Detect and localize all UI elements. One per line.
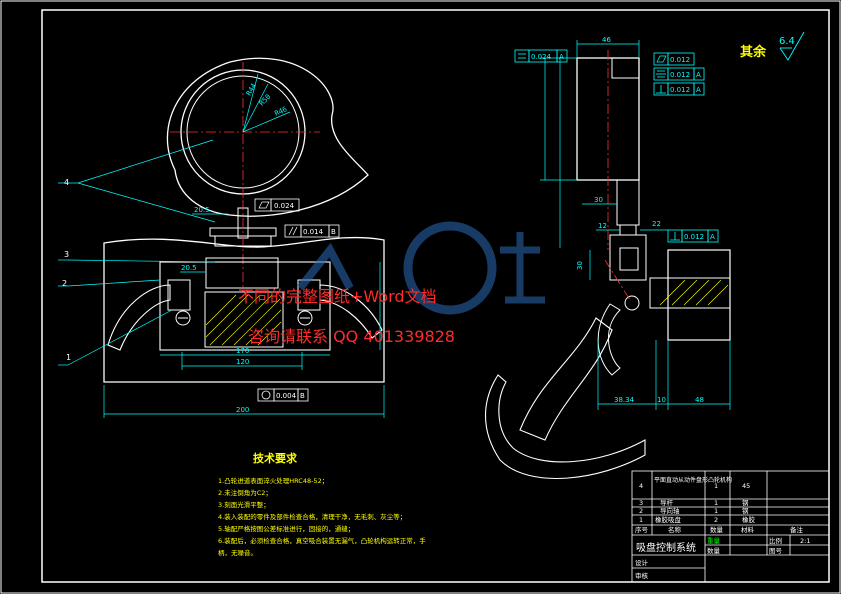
top-parallel-datum: A bbox=[559, 53, 564, 61]
row-4-material: 45 bbox=[742, 482, 750, 490]
right-dimension-lines bbox=[540, 40, 731, 410]
dim-30-side: 30 bbox=[576, 261, 584, 270]
qty-label: 数量 bbox=[707, 546, 721, 555]
watermark-logo bbox=[296, 221, 545, 315]
header-qty: 数量 bbox=[710, 525, 724, 534]
row-2-name: 导向轴 bbox=[660, 506, 680, 515]
designer-label: 设计 bbox=[635, 558, 649, 567]
tech-req-line: 柄，无噪音。 bbox=[218, 548, 257, 557]
dim-170: 170 bbox=[236, 347, 249, 355]
reviewer-label: 审核 bbox=[635, 571, 649, 580]
header-no: 序号 bbox=[635, 525, 649, 534]
tech-req-line: 1.凸轮进道表面淬火处理HRC48-52； bbox=[218, 476, 328, 485]
dim-20-5-top: 20.5 bbox=[194, 206, 210, 214]
dim-10: 10 bbox=[657, 396, 666, 404]
left-dimension-lines bbox=[103, 213, 385, 418]
row-3-material: 钢 bbox=[742, 499, 749, 507]
top-right-symmetry-value: 0.012 bbox=[670, 71, 690, 79]
dim-20-5-mid: 20.5 bbox=[181, 264, 197, 272]
tech-req-line: 5.轴配严格按图公差标准进行，固接的，通缝； bbox=[218, 524, 354, 533]
drawing-title: 吸盘控制系统 bbox=[636, 541, 696, 554]
callout-3: 3 bbox=[64, 250, 69, 259]
right-perpendicularity-value: 0.012 bbox=[684, 233, 704, 241]
tech-req-line: 3.刻面光滑平整； bbox=[218, 500, 270, 509]
base-plate bbox=[103, 236, 385, 383]
bottom-circularity-value: 0.004 bbox=[276, 392, 297, 400]
dim-38-34: 38.34 bbox=[614, 396, 635, 404]
dim-46: 46 bbox=[602, 36, 611, 44]
top-right-symmetry-datum: A bbox=[696, 71, 701, 79]
cam-outline bbox=[166, 57, 369, 217]
tech-req-line: 6.装配后，必须检查合格，真空吸合装置无漏气，凸轮机构运转正常，手 bbox=[218, 536, 426, 545]
row-4-no: 4 bbox=[639, 482, 643, 490]
bottom-circularity-frame: 0.004 B bbox=[257, 388, 309, 402]
dim-48: 48 bbox=[695, 396, 704, 404]
top-right-perpendicularity-datum: A bbox=[696, 86, 701, 94]
callout-4: 4 bbox=[64, 178, 69, 187]
r50-label: R50 bbox=[258, 93, 273, 108]
row-2-no: 2 bbox=[639, 507, 643, 515]
right-perpendicularity-datum: A bbox=[710, 233, 715, 241]
tech-req-line: 2.未注倒角为C2； bbox=[218, 488, 272, 497]
title-block-rows: 4 平面直动从动件盘形凸轮机构 1 45 3 导杆 1 钢 2 导向轴 1 钢 … bbox=[635, 476, 810, 580]
callout-1: 1 bbox=[66, 353, 71, 362]
row-3-name: 导杆 bbox=[660, 498, 674, 507]
row-3-no: 3 bbox=[639, 499, 643, 507]
roughness-symbol bbox=[779, 31, 805, 61]
row-1-name: 橡胶吸盘 bbox=[655, 515, 682, 524]
row-2-material: 钢 bbox=[742, 507, 749, 515]
dim-12: 12 bbox=[598, 222, 607, 230]
dim-22: 22 bbox=[652, 220, 661, 228]
callout-2: 2 bbox=[62, 279, 67, 288]
drawing-no-label: 图号 bbox=[769, 547, 783, 555]
top-right-perpendicularity-value: 0.012 bbox=[670, 86, 690, 94]
header-material: 材料 bbox=[741, 525, 755, 534]
right-perpendicularity-frame: 0.012 A bbox=[667, 229, 719, 243]
header-note: 备注 bbox=[790, 525, 804, 534]
left-parallel-value: 0.014 bbox=[303, 228, 324, 236]
weight-label: 重量 bbox=[707, 537, 721, 545]
tech-req-list: 1.凸轮进道表面淬火处理HRC48-52； 2.未注倒角为C2； 3.刻面光滑平… bbox=[218, 476, 426, 557]
dim-120: 120 bbox=[236, 358, 249, 366]
left-parallel-frame: 0.014 B bbox=[284, 224, 340, 238]
finish-label: 其余 bbox=[740, 44, 767, 60]
r44-label: R44 bbox=[245, 82, 258, 97]
left-parallel-datum: B bbox=[331, 228, 336, 236]
inner-border bbox=[41, 9, 830, 583]
top-right-flatness-frame: 0.012 bbox=[653, 52, 695, 66]
row-3-qty: 1 bbox=[714, 499, 718, 507]
title-block-grid bbox=[631, 470, 830, 583]
tech-req-title: 技术要求 bbox=[253, 451, 298, 465]
top-right-symmetry-frame: 0.012 A bbox=[653, 67, 705, 81]
right-part-view bbox=[484, 50, 731, 479]
row-2-qty: 1 bbox=[714, 507, 718, 515]
dim-200: 200 bbox=[236, 406, 249, 414]
row-4-qty: 1 bbox=[714, 482, 718, 490]
hose-right bbox=[319, 284, 383, 339]
top-right-perpendicularity-frame: 0.012 A bbox=[653, 82, 705, 96]
tech-req-line: 4.装入装配的零件及部件检查合格，清理干净，无毛刺、灰尘等； bbox=[218, 512, 406, 521]
top-right-flatness-value: 0.012 bbox=[670, 56, 690, 64]
scale-label: 比例 bbox=[769, 536, 782, 545]
top-parallel-frame: 0.024 A bbox=[514, 49, 568, 63]
top-parallel-value: 0.024 bbox=[531, 53, 552, 61]
row-4-name: 平面直动从动件盘形凸轮机构 bbox=[654, 476, 732, 484]
hose-left bbox=[107, 284, 171, 351]
watermark-line-2: 咨询请联系 QQ 401339828 bbox=[248, 327, 455, 346]
header-name: 名称 bbox=[668, 525, 682, 534]
callout-leaders bbox=[58, 139, 216, 366]
scale-value: 2:1 bbox=[800, 537, 810, 545]
roughness-value: 6.4 bbox=[779, 36, 795, 47]
watermark-line-1: 不同的完整图纸+Word文档 bbox=[238, 287, 437, 306]
bottom-circularity-datum: B bbox=[300, 392, 305, 400]
row-1-no: 1 bbox=[639, 516, 643, 524]
left-flatness-value: 0.024 bbox=[274, 202, 295, 210]
row-1-material: 橡胶 bbox=[742, 515, 756, 524]
r46-label: R46 bbox=[273, 105, 288, 118]
dim-30-top: 30 bbox=[594, 196, 603, 204]
left-flatness-frame: 0.024 bbox=[254, 198, 300, 212]
row-1-qty: 2 bbox=[714, 516, 718, 524]
